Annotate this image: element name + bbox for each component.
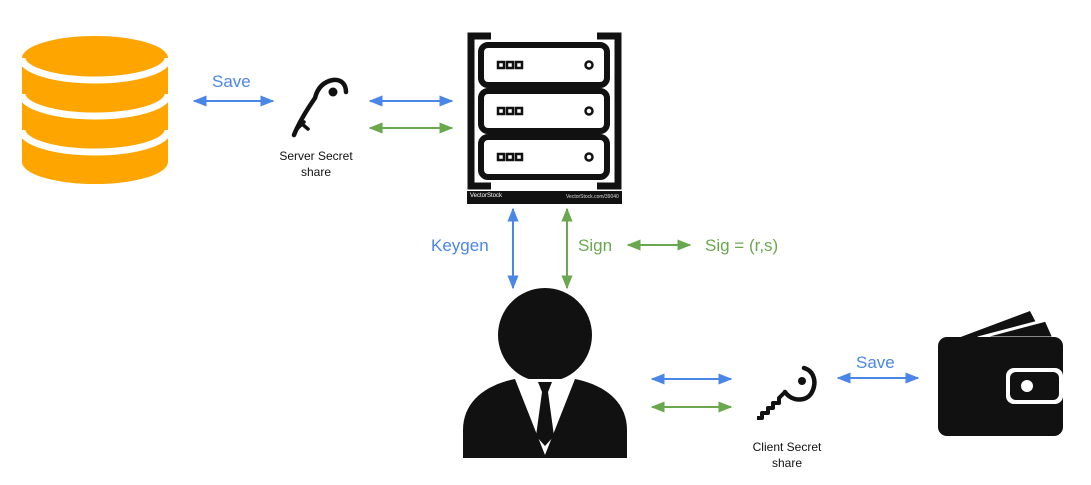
server-share-label: Server Secret share — [263, 148, 369, 180]
wallet-icon — [938, 311, 1063, 436]
keygen-label: Keygen — [431, 236, 489, 255]
server-rack-icon — [467, 32, 622, 204]
client-share-label-line1: Client Secret — [752, 440, 822, 454]
sign-label: Sign — [578, 236, 613, 255]
database-icon — [18, 36, 172, 184]
watermark-left: VectorStock — [470, 193, 503, 199]
server-share-label-line1: Server Secret — [279, 149, 353, 163]
save-label-server: Save — [212, 72, 251, 91]
client-share-label-line2: share — [771, 456, 803, 470]
signature-label: Sig = (r,s) — [705, 236, 779, 255]
client-share-label: Client Secret share — [728, 439, 846, 471]
save-label-client: Save — [856, 353, 895, 372]
server-key-icon — [291, 77, 349, 138]
server-share-label-line2: share — [300, 165, 332, 179]
client-key-icon — [757, 365, 817, 420]
watermark-right: VectorStock.com/39040 — [566, 194, 619, 200]
user-icon — [463, 288, 627, 458]
